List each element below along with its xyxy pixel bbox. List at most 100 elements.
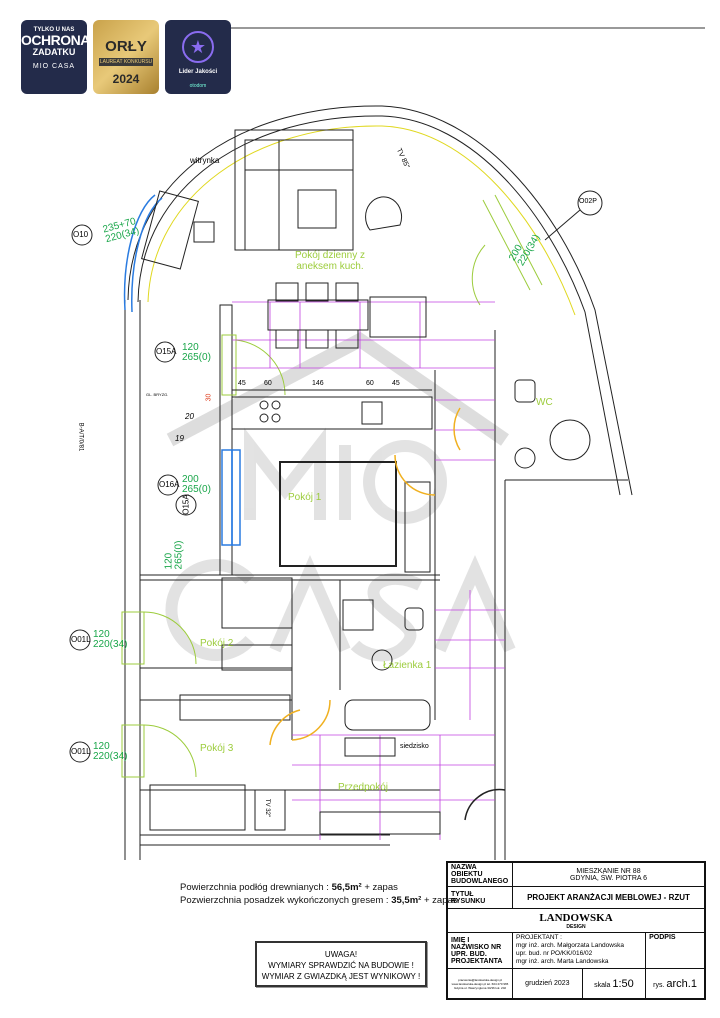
area-suffix: + zapas	[364, 882, 398, 893]
furniture	[141, 129, 591, 835]
designer-line: mgr inż. arch. Małgorzata Landowska	[516, 942, 625, 949]
window-tag: O01L	[71, 747, 91, 756]
badge-orly: ORŁY LAUREAT KONKURSU 2024	[93, 20, 159, 94]
badge-text: otodom	[189, 83, 207, 89]
kitchen-dim: 45	[392, 380, 400, 387]
label-cabinet: witrynka	[190, 156, 220, 165]
toilet	[404, 607, 424, 631]
kitchen-dim: 60	[264, 380, 272, 387]
room-label-wc: WC	[536, 397, 553, 408]
area-value: 56,5m²	[331, 882, 362, 893]
logo-text: LANDOWSKA	[539, 911, 613, 924]
badge-text: Lider Jakości	[178, 69, 218, 75]
sheet-value: arch.1	[666, 977, 697, 990]
designer-line: upr. bud. nr PO/KK/016/02	[516, 950, 593, 957]
desk	[141, 190, 199, 270]
sheet: rys. arch.1	[645, 968, 705, 999]
room-label-hall: Przedpokój	[338, 782, 389, 793]
window-width: 200	[182, 474, 199, 485]
area-label: Pozwierzchnia posadzek wykończonych gres…	[180, 895, 384, 906]
bed-room3	[149, 784, 246, 831]
logo-subtext: DESIGN	[566, 923, 586, 930]
tile-area: Pozwierzchnia posadzek wykończonych gres…	[180, 895, 458, 906]
designer-label: IMIĘ I NAZWISKO NR UPR. BUD. PROJEKTANTA	[447, 932, 513, 969]
contact-info: pracownia@landowska-design.pl www.landow…	[447, 968, 513, 999]
badge-quality-leader: ★ Lider Jakości otodom	[165, 20, 231, 94]
window-tag: O01L	[71, 635, 91, 644]
star-icon: ★	[182, 31, 214, 63]
armchair	[365, 196, 403, 231]
warning-line: WYMIAR Z GWIAZDKĄ JEST WYNIKOWY !	[261, 972, 421, 981]
area-value: 35,5m²	[391, 895, 422, 906]
window-height: 265(0)	[182, 352, 211, 363]
warning-title: UWAGA!	[324, 950, 358, 959]
toilet-wc	[514, 379, 536, 403]
label-gl: GL. BRYZG.	[146, 392, 169, 397]
room-label-room1: Pokój 1	[288, 492, 322, 503]
kitchen-dim: 60	[366, 380, 374, 387]
window-width: 120	[93, 741, 110, 752]
drawing-title: PROJEKT ARANŻACJI MEBLOWEJ - RZUT	[512, 886, 705, 909]
designer-line: mgr inż. arch. Marta Landowska	[516, 958, 609, 965]
sink	[361, 401, 383, 425]
kitchen-counter	[231, 396, 433, 430]
badge-text: LAUREAT KONKURSU	[99, 58, 153, 66]
leader-line	[544, 209, 581, 241]
designer-info: PROJEKTANT :mgr inż. arch. Małgorzata La…	[511, 932, 647, 969]
badge-text: TYLKO U NAS	[33, 27, 75, 33]
doors	[269, 407, 506, 821]
window-width: 120	[93, 629, 110, 640]
scale-value: 1:50	[612, 977, 634, 990]
date: grudzień 2023	[512, 968, 583, 999]
hall-wardrobe	[319, 811, 441, 835]
room-label-room2: Pokój 2	[200, 638, 234, 649]
area-suffix: + zapas	[423, 895, 458, 906]
bathtub	[344, 699, 431, 731]
window-tag: O02P	[579, 198, 597, 205]
badge-text: 2024	[112, 72, 140, 86]
object-label: NAZWA OBIEKTU BUDOWLANEGO	[447, 862, 513, 887]
room-label-bathroom: Łazienka 1	[383, 660, 432, 671]
washbasin	[371, 649, 393, 671]
window-tag: O15A	[156, 347, 177, 356]
object-line: MIESZKANIE NR 88	[576, 867, 641, 875]
room-label-room3: Pokój 3	[200, 743, 234, 754]
coffee-table	[297, 189, 337, 229]
window-tag: O15A	[181, 494, 191, 515]
dining-table	[267, 299, 369, 331]
window-tag: O10	[73, 230, 89, 239]
badge-text: ZADATKU	[32, 47, 76, 57]
badge-text: OCHRONA	[21, 32, 87, 48]
label-tv32: TV 32"	[264, 798, 271, 818]
scale-label: skala	[594, 981, 611, 989]
badge-text: ORŁY	[105, 38, 147, 55]
wardrobe	[404, 481, 431, 573]
dim-30: 30	[205, 393, 213, 402]
window-tag-circles	[69, 190, 603, 763]
desk-room3	[179, 694, 291, 721]
walls	[124, 300, 628, 860]
kitchen-dim: 146	[312, 380, 324, 387]
title-label: TYTUŁ RYSUNKU	[447, 886, 513, 909]
chair	[193, 221, 215, 243]
window-height: 220(34)	[93, 639, 128, 650]
window-height: 265(0)	[173, 540, 185, 570]
area-label: Powierzchnia podłóg drewnianych	[180, 882, 324, 893]
label-bench: siedzisko	[400, 743, 429, 750]
window-width: 120	[182, 342, 199, 353]
room-label-living: Pokój dzienny z aneksem kuch.	[294, 250, 366, 272]
sheet-label: rys.	[653, 981, 665, 989]
desk-room2	[221, 644, 293, 671]
kitchen-dim: 45	[238, 380, 246, 387]
corner-sofa	[234, 129, 354, 251]
warning-box: UWAGA! WYMIARY SPRAWDZIĆ NA BUDOWIE ! WY…	[255, 941, 427, 987]
window-openings	[121, 194, 543, 778]
level-20: 20	[185, 412, 194, 421]
